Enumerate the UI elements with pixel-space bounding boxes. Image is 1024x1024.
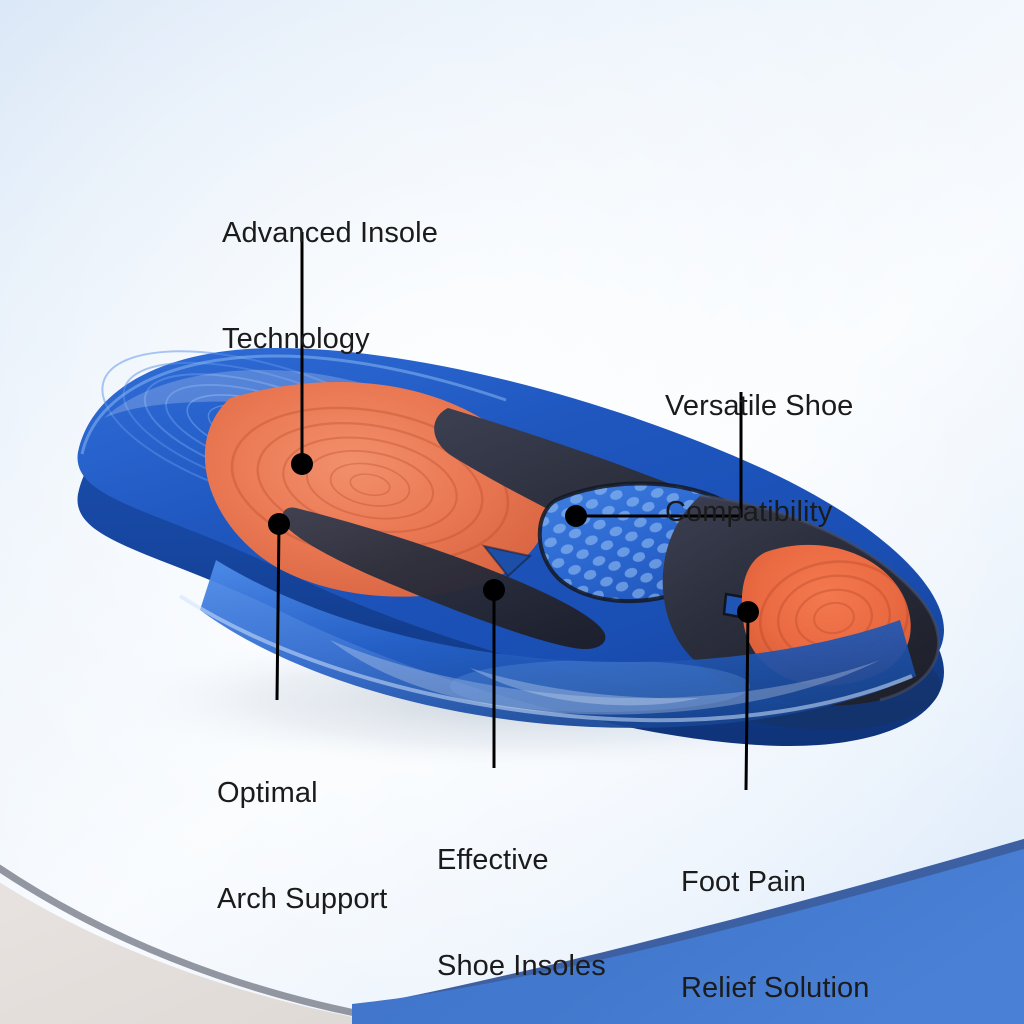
callout-dot-advanced (291, 453, 313, 475)
callout-label-foot-pain-relief-solution: Foot Pain Relief Solution (681, 794, 870, 1024)
callout-dot-versatile (565, 505, 587, 527)
toe-highlight (104, 369, 512, 448)
callout-line-1: Optimal (217, 776, 318, 809)
toe-rim-highlight (80, 354, 507, 455)
callout-line-1: Advanced Insole (222, 216, 438, 249)
callout-label-advanced-insole-technology: Advanced Insole Technology (222, 145, 438, 428)
callout-leader-versatile (565, 392, 743, 527)
callout-line-2: Arch Support (217, 882, 388, 915)
callout-line-1: Versatile Shoe (665, 389, 854, 422)
callout-line-2: Relief Solution (681, 971, 870, 1004)
arch-frame-branch (282, 507, 606, 650)
callout-leader-advanced (291, 232, 313, 475)
callout-leader-optimal (268, 513, 290, 701)
callout-line-1: Foot Pain (681, 865, 807, 898)
frame-vent-triangle (481, 544, 533, 578)
callout-line-2: Compatibility (665, 495, 833, 528)
callout-line-1: Effective (437, 843, 549, 876)
callout-label-effective-shoe-insoles: Effective Shoe Insoles (437, 772, 606, 1024)
callout-dot-optimal (268, 513, 290, 535)
callout-leader-effective (483, 579, 505, 768)
bottom-edge-highlight (178, 594, 913, 723)
wave-beige (0, 882, 393, 1024)
callout-leader-footpain (737, 601, 759, 791)
heel-frame-rim (699, 494, 940, 702)
wave-blue (352, 848, 1024, 1024)
callout-line-2: Shoe Insoles (437, 949, 606, 982)
callout-label-optimal-arch-support: Optimal Arch Support (217, 705, 387, 988)
gel-side-bulge (200, 560, 916, 728)
callout-label-versatile-shoe-compatibility: Versatile Shoe Compatibility (665, 318, 853, 601)
callout-dot-footpain (737, 601, 759, 623)
callout-line-2: Technology (222, 322, 370, 355)
callout-dot-effective (483, 579, 505, 601)
